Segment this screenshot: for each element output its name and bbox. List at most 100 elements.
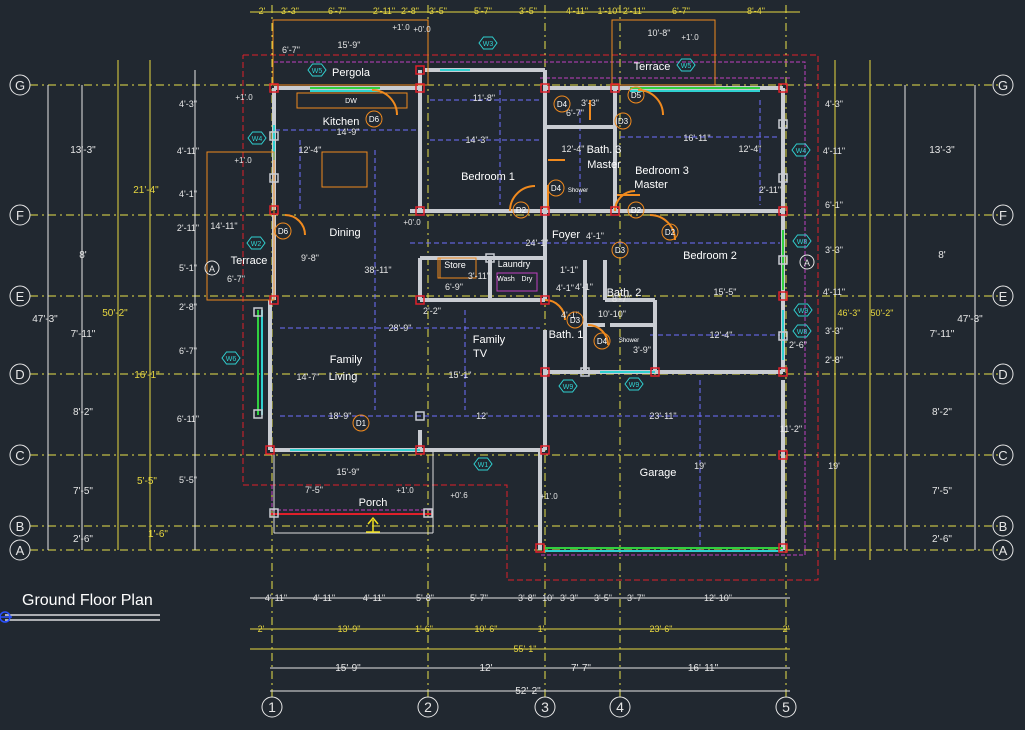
room-label: Terrace bbox=[231, 255, 268, 267]
room-label: Shower bbox=[568, 188, 588, 194]
dim-inside: 11'-2" bbox=[780, 424, 802, 434]
dimension-labels: 2'3'-3"6'-7"2'-11"2'-8"3'-5"5'-7"3'-5"4'… bbox=[32, 6, 983, 697]
dim-left-inner: 4'-3" bbox=[179, 99, 197, 109]
dim-left-mid: 50'-2" bbox=[102, 308, 128, 319]
window-tag: W9 bbox=[793, 303, 813, 317]
dim-inside: 4'-1" bbox=[556, 283, 574, 293]
dim-left-inner: 5'-5" bbox=[179, 475, 197, 485]
dim-inside: 24'-1" bbox=[526, 238, 549, 248]
level-mark: +1'.0 bbox=[540, 492, 558, 501]
dim-inside: 12'-4" bbox=[710, 330, 733, 340]
svg-text:5: 5 bbox=[782, 699, 790, 715]
room-label: Family bbox=[473, 334, 506, 346]
dim-right-total: 47'-3" bbox=[957, 314, 983, 325]
svg-text:D: D bbox=[15, 367, 24, 382]
dim-inside: 19' bbox=[694, 461, 706, 471]
room-label: Bath. 3 bbox=[587, 144, 622, 156]
dim-bottom-1: 12'-10" bbox=[704, 593, 732, 603]
dim-right-outer: 2'-6" bbox=[932, 534, 952, 545]
grid-bubble-col-3: 3 bbox=[534, 696, 556, 718]
svg-text:D: D bbox=[998, 367, 1007, 382]
dim-inside: 12'-4" bbox=[562, 144, 585, 154]
dim-left-outer: 7'-11" bbox=[71, 329, 96, 340]
grid-bubble-col-5: 5 bbox=[775, 696, 797, 718]
dim-inside: 3'-11" bbox=[468, 271, 490, 281]
grid-bubble-row-C-left: C bbox=[9, 444, 31, 466]
dim-inside: 1'-1" bbox=[560, 265, 578, 275]
dim-left-inner: 2'-11" bbox=[177, 223, 199, 233]
room-label: Pergola bbox=[332, 67, 371, 79]
wall-junction-marker bbox=[269, 508, 279, 518]
grid-bubble-row-D-right: D bbox=[992, 363, 1014, 385]
dim-bottom-2: 13'-9" bbox=[338, 624, 361, 634]
dim-inside: 4'-1" bbox=[575, 282, 593, 292]
window-tag: W2 bbox=[246, 236, 266, 250]
wall-junction-marker bbox=[778, 119, 788, 129]
dim-top: 2'-11" bbox=[623, 6, 645, 16]
dim-left-inner: 6'-11" bbox=[177, 414, 199, 424]
door-tag: D6 bbox=[365, 110, 383, 128]
svg-text:3: 3 bbox=[541, 699, 549, 715]
dim-right-outer: 13'-3" bbox=[929, 145, 955, 156]
window-tag-label: W2 bbox=[251, 241, 262, 248]
room-label: Wash bbox=[497, 276, 515, 283]
dim-bottom-1: 3'-5" bbox=[594, 593, 612, 603]
window-tag: W9 bbox=[624, 377, 644, 391]
dim-inside: 15'-9" bbox=[338, 40, 361, 50]
dim-left-inner: 6'-7" bbox=[179, 346, 197, 356]
window-tag: W1 bbox=[473, 457, 493, 471]
room-label: Dry bbox=[522, 276, 533, 283]
wall-junction-marker bbox=[540, 295, 550, 305]
dim-inside: 8'-7" bbox=[612, 294, 630, 304]
dim-inside: 14'-11" bbox=[210, 221, 237, 231]
dim-left-inner: 5'-1" bbox=[179, 263, 197, 273]
door-tag: D3 bbox=[614, 112, 632, 130]
door-swings bbox=[284, 89, 676, 346]
svg-text:F: F bbox=[16, 208, 24, 223]
svg-text:C: C bbox=[15, 448, 24, 463]
room-label: Master bbox=[587, 159, 621, 171]
wall-junction-marker bbox=[610, 83, 620, 93]
dim-top: 6'-7" bbox=[328, 6, 346, 16]
plan-title: Ground Floor Plan bbox=[22, 592, 153, 609]
wall-junction-marker bbox=[778, 291, 788, 301]
room-label: Shower bbox=[619, 338, 639, 344]
wall-junction-marker bbox=[265, 445, 275, 455]
grid-bubble-row-E-right: E bbox=[992, 285, 1014, 307]
wall-junction-marker bbox=[269, 131, 279, 141]
door-tag-label: D4 bbox=[557, 100, 568, 109]
wall-junction-marker bbox=[269, 295, 279, 305]
svg-text:G: G bbox=[15, 78, 25, 93]
wall-junction-marker bbox=[540, 206, 550, 216]
outer-dim-lines bbox=[47, 11, 976, 692]
dim-left-mid: 5'-5" bbox=[137, 476, 157, 487]
door-tag: D3 bbox=[566, 311, 584, 329]
dim-inside: 3'-3" bbox=[581, 98, 599, 108]
dim-inside: 4'-1" bbox=[586, 231, 604, 241]
dim-right-inner: 4'-3" bbox=[825, 99, 843, 109]
dim-inside: 14'-9" bbox=[337, 127, 360, 137]
window-tag: W5 bbox=[307, 63, 327, 77]
svg-text:F: F bbox=[999, 208, 1007, 223]
dim-left-outer: 13'-3" bbox=[70, 145, 96, 156]
svg-text:C: C bbox=[998, 448, 1007, 463]
interior-details bbox=[206, 19, 716, 534]
svg-text:2: 2 bbox=[424, 699, 432, 715]
wall-junction-marker bbox=[778, 83, 788, 93]
dim-bottom-1: 5'-8" bbox=[416, 593, 434, 603]
dim-inside: 12'-4" bbox=[299, 145, 322, 155]
dim-bottom-1: 3'-7" bbox=[627, 593, 645, 603]
dim-bottom-4: 7'-7" bbox=[571, 663, 591, 674]
wall-junction-marker bbox=[540, 83, 550, 93]
room-label: Kitchen bbox=[323, 116, 360, 128]
wall-junction-marker bbox=[253, 409, 263, 419]
room-label: Terrace bbox=[634, 61, 671, 73]
grid-bubble-row-G-left: G bbox=[9, 74, 31, 96]
wall-junction-marker bbox=[415, 83, 425, 93]
section-marker-right: A bbox=[799, 254, 815, 270]
dim-bottom-4: 16'-11" bbox=[688, 663, 719, 674]
dim-inside: 6'-9" bbox=[445, 282, 463, 292]
